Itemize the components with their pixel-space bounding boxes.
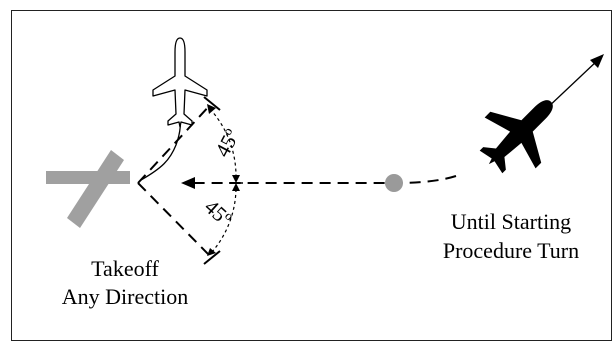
lower-angle-label: 45º [200, 195, 237, 232]
takeoff-label-line1: Takeoff [91, 256, 159, 281]
runway-diagonal [67, 150, 124, 228]
departure-turn-path [140, 117, 182, 181]
upper-angle-arc [209, 108, 237, 178]
turn-label-line1: Until Starting [451, 209, 571, 234]
upper-arc-arrow-bottom [232, 175, 240, 183]
takeoff-label-line2: Any Direction [62, 284, 188, 309]
turn-label-line2: Procedure Turn [443, 238, 579, 263]
outbound-arrowhead [590, 54, 604, 68]
lower-angle-arc [211, 188, 237, 253]
diagram-border [11, 10, 612, 341]
inbound-track [188, 175, 457, 184]
airplane-outline-icon [152, 37, 208, 128]
fix-point [385, 174, 403, 192]
runway-horizontal [46, 171, 130, 184]
lower-arc-arrow-top [232, 183, 240, 191]
lower-arc-arrow-bottom [207, 248, 216, 256]
airplane-solid-icon [479, 100, 553, 174]
outbound-course-line [544, 59, 599, 111]
lower-boundary-tick [203, 250, 221, 265]
lower-45-boundary [137, 182, 213, 259]
upper-arc-arrow-top [207, 104, 216, 114]
upper-angle-label: 45º [210, 125, 244, 161]
upper-boundary-tick [203, 96, 221, 111]
inbound-arrowhead [181, 177, 195, 189]
runway-intersection [46, 150, 130, 228]
upper-45-boundary [137, 102, 213, 184]
